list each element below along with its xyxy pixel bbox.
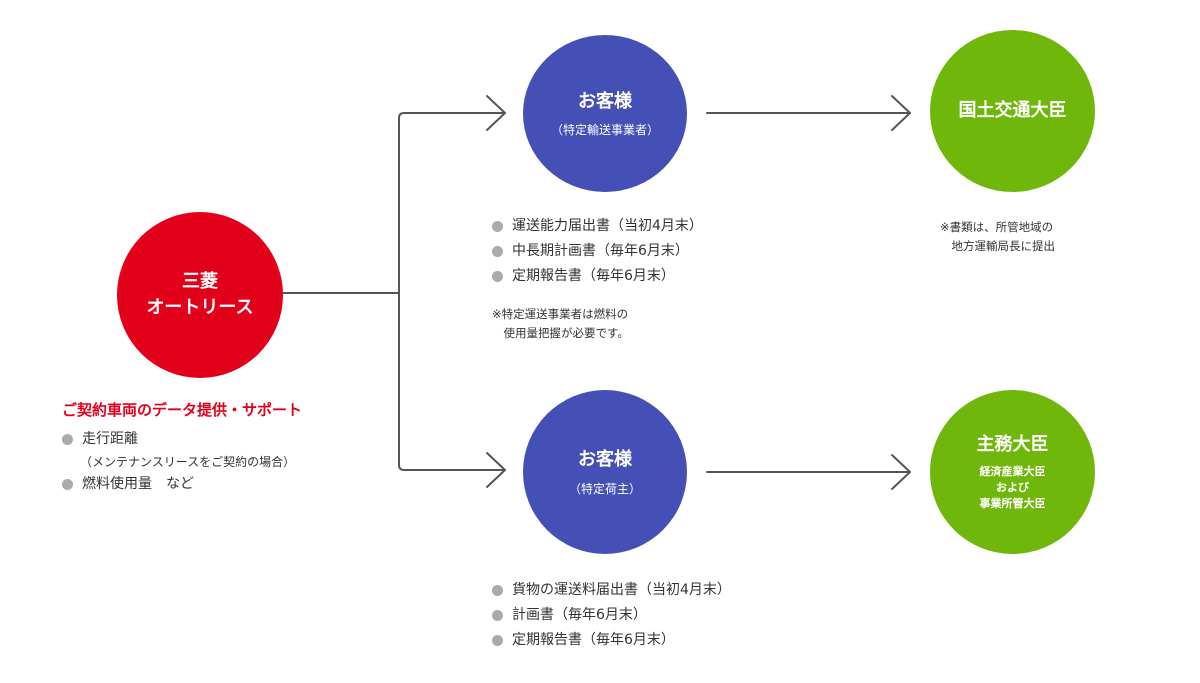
node-mlit-minister-title: 国土交通大臣 xyxy=(958,99,1067,121)
support-item-fuel-label: 燃料使用量 など xyxy=(82,476,194,492)
bullet-dot xyxy=(492,585,503,596)
node-mitsubishi-line1: 三菱 xyxy=(182,270,218,292)
arrow-to-minister xyxy=(891,454,911,490)
shipper-report-item: 貨物の運送料届出書（当初4月末） xyxy=(492,578,731,603)
arrow-to-customer-transport xyxy=(486,95,506,131)
transport-note: ※特定運送事業者は燃料の 使用量把握が必要です。 xyxy=(492,307,629,340)
shipper-report-label: 計画書（毎年6月末） xyxy=(512,607,647,623)
support-item-mileage-sub: （メンテナンスリースをご契約の場合） xyxy=(80,455,296,469)
bullet-dot xyxy=(492,635,503,646)
bullet-dot xyxy=(492,271,503,282)
shipper-report-label: 貨物の運送料届出書（当初4月末） xyxy=(512,582,731,598)
transport-report-item: 定期報告書（毎年6月末） xyxy=(492,264,703,289)
transport-report-item: 運送能力届出書（当初4月末） xyxy=(492,214,703,239)
node-customer-transport-title: お客様 xyxy=(578,90,632,112)
line-branch-vertical xyxy=(398,112,405,471)
node-customer-transport-subtitle: （特定輸送事業者） xyxy=(550,123,659,138)
bullet-dot xyxy=(492,610,503,621)
support-item-mileage-label: 走行距離 xyxy=(82,431,138,447)
arrow-to-customer-shipper xyxy=(486,452,506,488)
node-customer-shipper-title: お客様 xyxy=(578,449,632,471)
transport-report-label: 定期報告書（毎年6月末） xyxy=(512,268,675,284)
shipper-report-item: 定期報告書（毎年6月末） xyxy=(492,628,731,653)
bullet-dot xyxy=(62,479,73,490)
shipper-report-label: 定期報告書（毎年6月末） xyxy=(512,632,675,648)
bullet-dot xyxy=(492,221,503,232)
node-mitsubishi-line2: オートリース xyxy=(146,297,254,318)
shipper-report-item: 計画書（毎年6月末） xyxy=(492,603,731,628)
mlit-note: ※書類は、所管地域の 地方運輸局長に提出 xyxy=(940,220,1055,253)
support-item-mileage: 走行距離 （メンテナンスリースをご契約の場合） xyxy=(62,427,295,472)
transport-report-item: 中長期計画書（毎年6月末） xyxy=(492,239,703,264)
node-competent-minister: 主務大臣 経済産業大臣 および 事業所管大臣 xyxy=(930,390,1095,554)
support-item-fuel: 燃料使用量 など xyxy=(62,472,295,497)
bullet-dot xyxy=(492,246,503,257)
node-competent-minister-sub: 経済産業大臣 および 事業所管大臣 xyxy=(980,464,1046,512)
node-competent-minister-title: 主務大臣 xyxy=(976,434,1049,456)
node-competent-minister-sub1: 経済産業大臣 xyxy=(979,465,1046,479)
arrow-to-mlit xyxy=(891,95,911,131)
transport-reports-list: 運送能力届出書（当初4月末） 中長期計画書（毎年6月末） 定期報告書（毎年6月末… xyxy=(492,214,703,289)
shipper-reports-list: 貨物の運送料届出書（当初4月末） 計画書（毎年6月末） 定期報告書（毎年6月末） xyxy=(492,578,731,653)
node-mitsubishi-autolease: 三菱 オートリース xyxy=(117,212,283,378)
node-customer-shipper: お客様 （特定荷主） xyxy=(523,390,687,554)
transport-report-label: 運送能力届出書（当初4月末） xyxy=(512,218,703,234)
node-mlit-minister: 国土交通大臣 xyxy=(930,30,1095,192)
transport-report-label: 中長期計画書（毎年6月末） xyxy=(512,243,689,259)
node-customer-transport: お客様 （特定輸送事業者） xyxy=(523,35,687,192)
node-customer-shipper-subtitle: （特定荷主） xyxy=(568,481,641,496)
node-competent-minister-sub3: 事業所管大臣 xyxy=(979,497,1046,511)
node-competent-minister-sub2: および xyxy=(996,481,1029,495)
bullet-dot xyxy=(62,434,73,445)
support-heading: ご契約車両のデータ提供・サポート xyxy=(62,401,303,419)
support-list: 走行距離 （メンテナンスリースをご契約の場合） 燃料使用量 など xyxy=(62,427,295,497)
